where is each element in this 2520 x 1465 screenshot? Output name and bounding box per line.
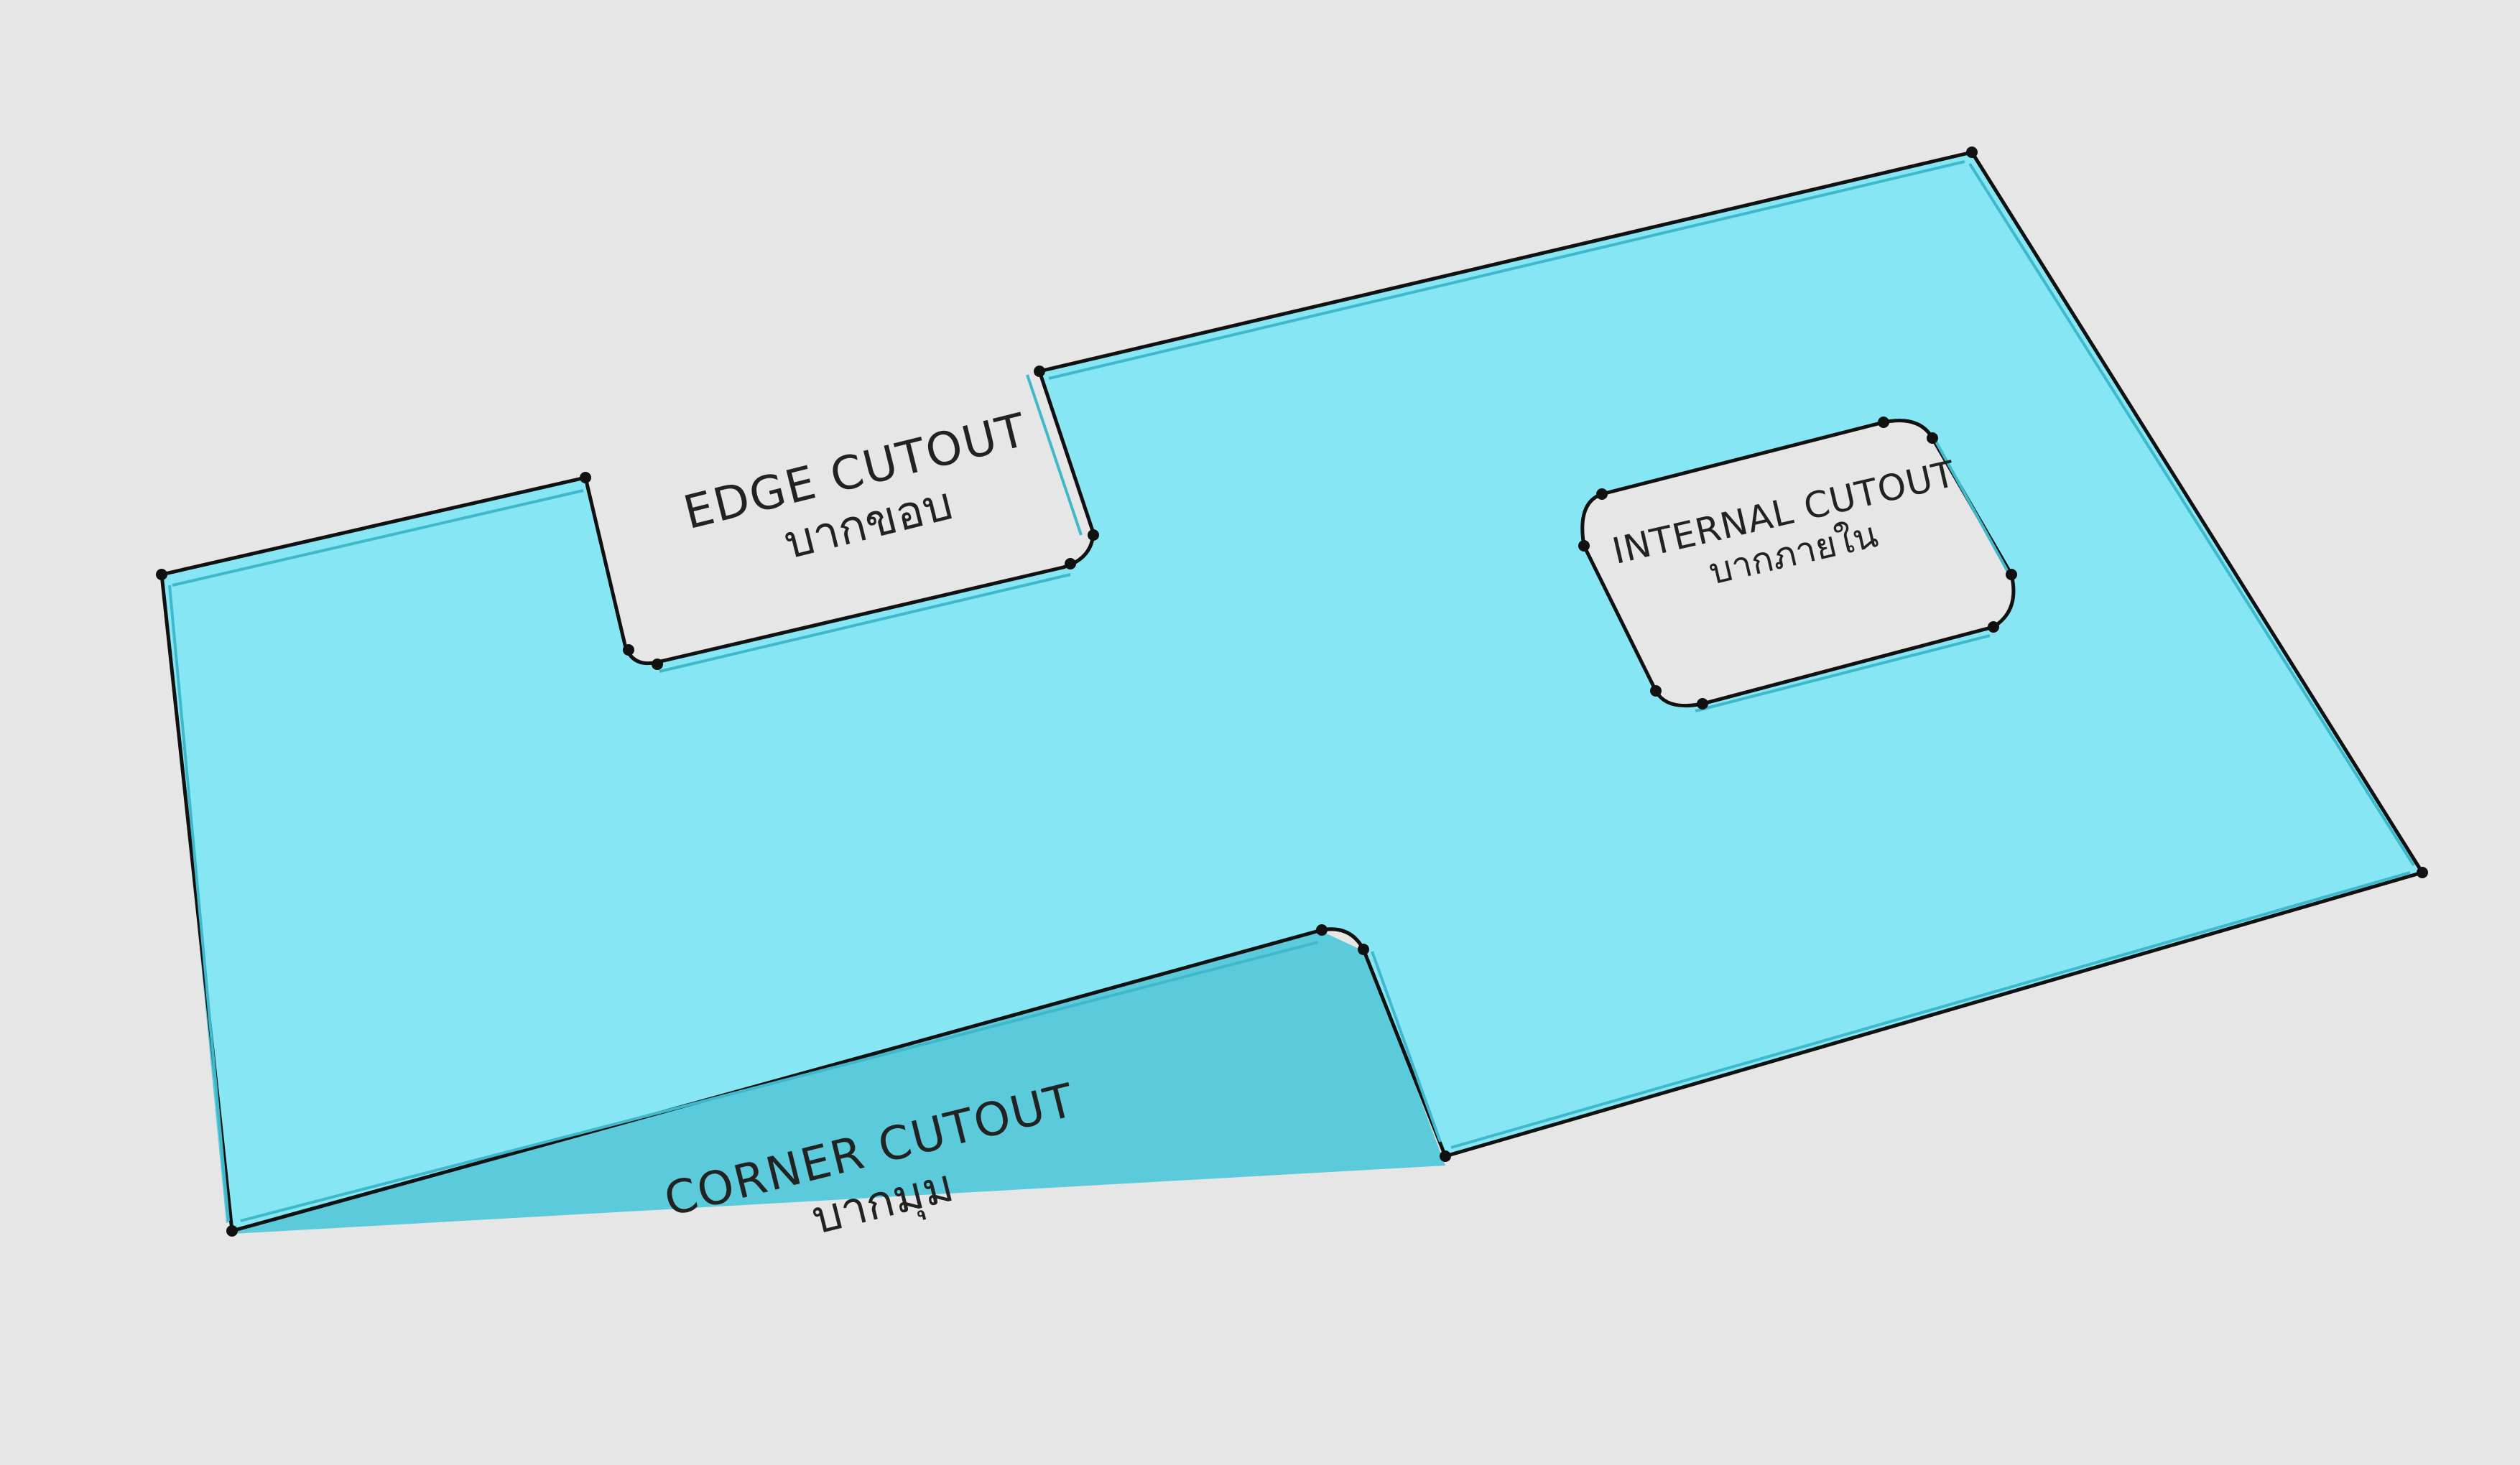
vertex-marker bbox=[1034, 366, 1045, 377]
bevel-edge-notch bbox=[659, 573, 1071, 673]
vertex-marker bbox=[1927, 432, 1938, 444]
vertex-marker bbox=[652, 659, 663, 670]
bevel-corner-notch bbox=[1371, 951, 1442, 1143]
vertex-marker bbox=[1065, 558, 1076, 569]
bevel-left bbox=[172, 489, 584, 587]
bevel-lines bbox=[168, 160, 2415, 1222]
bevel-left-side bbox=[168, 585, 230, 1222]
bevel-notch-right bbox=[1026, 374, 1083, 536]
vertex-marker bbox=[1878, 417, 1889, 428]
vertex-markers bbox=[156, 146, 2428, 1237]
bevel-bottom-right bbox=[1450, 871, 2411, 1149]
bevel-internal-bottom bbox=[1695, 634, 1991, 712]
vertex-marker bbox=[2006, 569, 2017, 580]
vertex-marker bbox=[1316, 924, 1328, 936]
vertex-marker bbox=[1650, 685, 1662, 697]
vertex-marker bbox=[1578, 540, 1590, 552]
bevel-top bbox=[1048, 160, 1965, 380]
vertex-marker bbox=[1966, 146, 1978, 158]
bevel-internal-right bbox=[1935, 441, 2013, 579]
vertex-marker bbox=[2417, 867, 2428, 878]
vertex-marker bbox=[623, 644, 634, 656]
vertex-marker bbox=[1697, 698, 1708, 710]
bevel-bottom bbox=[240, 941, 1319, 1222]
vertex-marker bbox=[156, 569, 167, 580]
vertex-marker bbox=[1358, 944, 1369, 955]
vertex-marker bbox=[1596, 488, 1608, 500]
vertex-marker bbox=[1440, 1150, 1451, 1162]
vertex-marker bbox=[580, 472, 591, 483]
vertex-marker bbox=[226, 1225, 238, 1237]
plate-thickness bbox=[164, 578, 1445, 1234]
vertex-marker bbox=[1088, 529, 1099, 541]
bevel-right bbox=[1968, 162, 2415, 867]
vertex-marker bbox=[1988, 621, 1999, 633]
